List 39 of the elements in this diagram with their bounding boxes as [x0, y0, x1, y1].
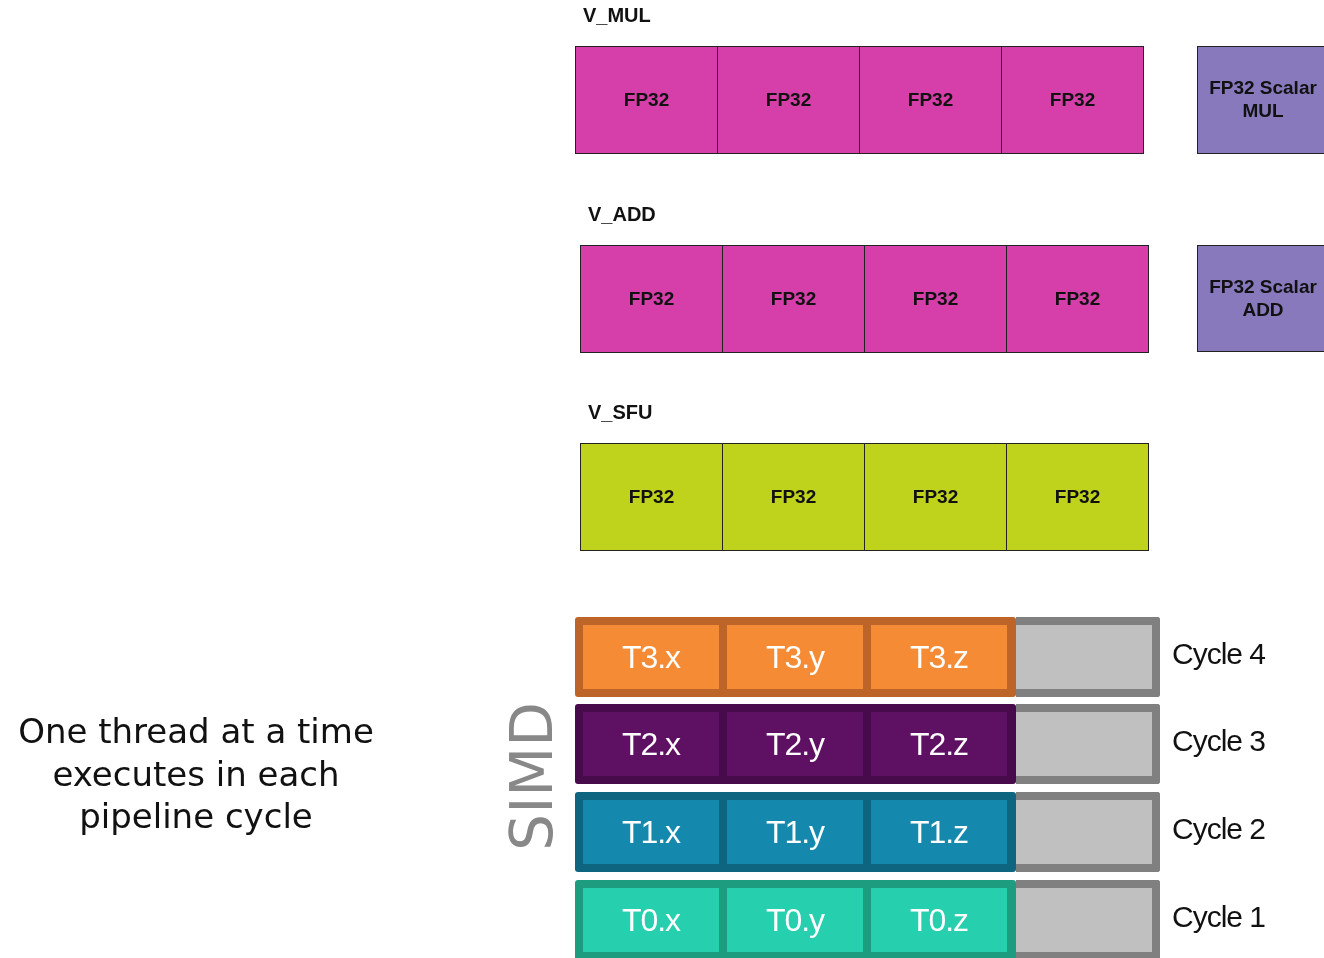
fp32-lane-box: FP32: [864, 443, 1007, 551]
thread-component-box: T0.z: [871, 888, 1007, 952]
fp32-lane-box: FP32: [864, 245, 1007, 353]
thread-band: [575, 880, 1016, 958]
fp32-lane-box: FP32: [580, 443, 723, 551]
thread-component-box: T3.x: [583, 625, 719, 689]
simd-label: SIMD: [503, 702, 561, 851]
thread-component-box: T1.x: [583, 800, 719, 864]
cycle-label: Cycle 1: [1172, 900, 1266, 934]
cycle-label: Cycle 4: [1172, 637, 1266, 671]
unit-heading: V_ADD: [588, 203, 656, 226]
fp32-lane-box: FP32: [717, 46, 860, 154]
thread-component-box: T1.z: [871, 800, 1007, 864]
thread-band: [575, 704, 1016, 784]
unit-heading: V_SFU: [588, 401, 653, 424]
fp32-lane-box: FP32: [1006, 245, 1149, 353]
thread-band: [575, 792, 1016, 872]
fp32-lane-box: FP32: [580, 245, 723, 353]
thread-component-box: T3.y: [727, 625, 863, 689]
fp32-lane-box: FP32: [575, 46, 718, 154]
cycle-label: Cycle 3: [1172, 724, 1266, 758]
thread-component-box: T0.x: [583, 888, 719, 952]
fp32-lane-box: FP32: [1001, 46, 1144, 154]
fp32-lane-box: FP32: [859, 46, 1002, 154]
scalar-unit-box: FP32 Scalar ADD: [1197, 245, 1324, 352]
note-text: One thread at a time executes in each pipeline cycle: [17, 710, 375, 838]
thread-component-box: T2.x: [583, 712, 719, 776]
unit-heading: V_MUL: [583, 4, 651, 27]
thread-component-box: T1.y: [727, 800, 863, 864]
fp32-lane-box: FP32: [722, 245, 865, 353]
fp32-lane-box: FP32: [1006, 443, 1149, 551]
thread-component-box: T3.z: [871, 625, 1007, 689]
scalar-unit-box: FP32 Scalar MUL: [1197, 46, 1324, 154]
thread-band: [575, 617, 1016, 697]
thread-component-box: T2.y: [727, 712, 863, 776]
thread-component-box: T0.y: [727, 888, 863, 952]
fp32-lane-box: FP32: [722, 443, 865, 551]
cycle-label: Cycle 2: [1172, 812, 1266, 846]
thread-component-box: T2.z: [871, 712, 1007, 776]
